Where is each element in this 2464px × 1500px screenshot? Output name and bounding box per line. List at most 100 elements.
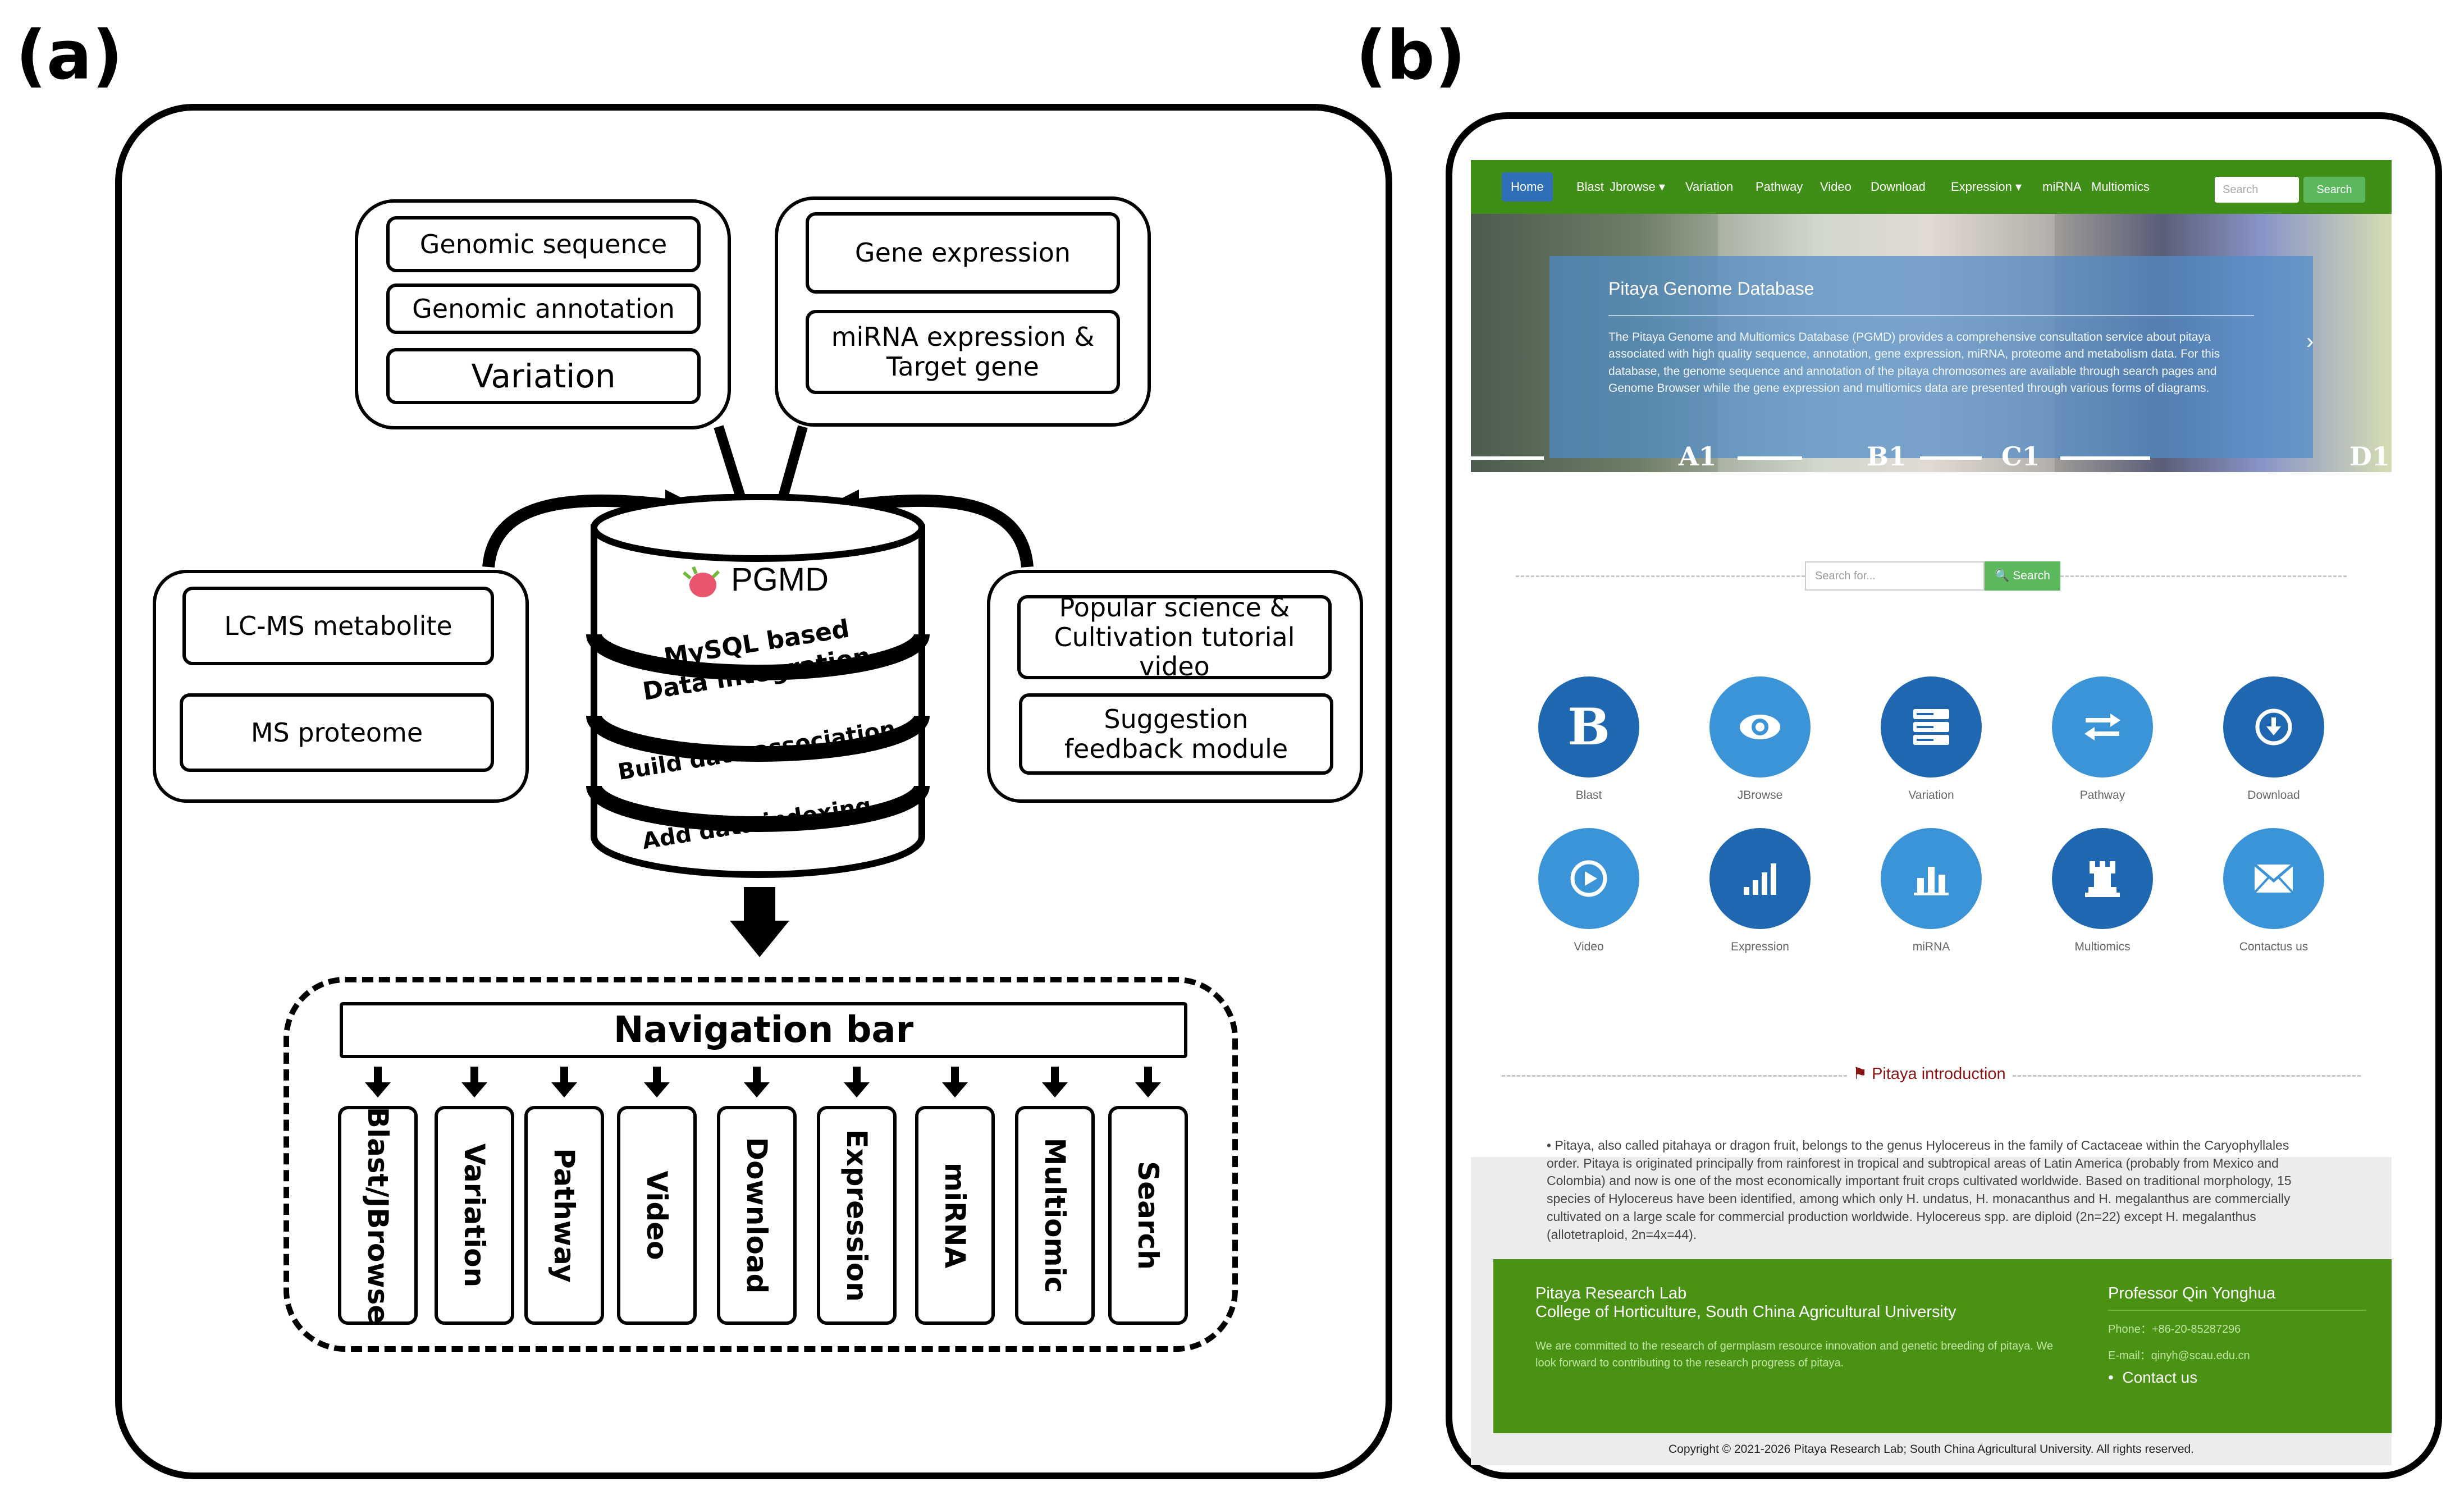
down-arrow-to-nav [730,887,789,957]
dragon-fruit-icon [683,566,720,597]
jbrowse-icon-button[interactable] [1709,676,1811,778]
contact-icon-button[interactable] [2223,828,2324,929]
nav-pathway[interactable]: Pathway [1756,180,1803,194]
slide-label-b1[interactable]: B1 [1867,441,1907,472]
pathway-icon-button[interactable] [2052,676,2153,778]
slide-label-a1[interactable]: A1 [1679,441,1717,472]
expression-icon-button[interactable] [1709,828,1811,929]
play-icon [1570,860,1607,897]
carousel-next-icon[interactable]: › [2306,329,2314,354]
nav-home[interactable]: Home [1502,172,1553,202]
footer-professor: Professor Qin Yonghua [2108,1284,2276,1302]
nav-jbrowse[interactable]: Jbrowse ▾ [1610,180,1666,194]
slide-label-d1[interactable]: D1 [2349,441,2390,472]
panel-a-frame [115,104,1392,1479]
chess-rook-icon [2085,861,2120,897]
nav-item-video: Video [617,1106,697,1325]
download-icon [2255,708,2292,746]
mirna-label: miRNA [1912,940,1950,953]
variation-box: Variation [386,348,701,404]
panel-a-label: (a) [16,17,123,95]
slide-indicator-bar [1471,456,1544,460]
mirna-target-gene-box: miRNA expression & Target gene [806,310,1120,394]
contact-label: Contactus us [2239,940,2308,953]
main-search-input[interactable]: Search for... [1805,561,1985,591]
navigation-section [284,977,1238,1352]
nav-mirna[interactable]: miRNA [2042,180,2082,194]
top-search-input[interactable]: Search [2215,177,2299,203]
lc-ms-metabolite-box: LC-MS metabolite [182,587,494,665]
pgmd-database-cylinder: PGMD MySQL based Data integration Build … [586,494,930,878]
multiomics-icon-button[interactable] [2052,828,2153,929]
blast-icon-button[interactable]: B [1538,676,1639,778]
nav-blast[interactable]: Blast [1576,180,1604,194]
footer-contact-link[interactable]: • Contact us [2108,1369,2198,1386]
pathway-label: Pathway [2079,789,2125,802]
search-divider-right [2060,575,2347,577]
nav-item-download: Download [717,1106,797,1325]
nav-download[interactable]: Download [1871,180,1926,194]
envelope-icon [2253,863,2294,894]
panel-b-label: (b) [1356,17,1466,95]
navigation-bar-box: Navigation bar [340,1002,1187,1058]
nav-expression[interactable]: Expression ▾ [1951,180,2022,194]
multiomics-label: Multiomics [2074,940,2131,953]
nav-variation[interactable]: Variation [1685,180,1734,194]
footer-college: College of Horticulture, South China Agr… [1535,1303,1956,1321]
nav-multiomics[interactable]: Multiomics [2091,180,2150,194]
eye-icon [1740,715,1780,739]
nav-item-blast-jbrowse: Blast/JBrowse [338,1106,418,1325]
top-search-button[interactable]: Search [2303,177,2365,203]
nav-item-variation: Variation [435,1106,514,1325]
footer-lab-name: Pitaya Research Lab [1535,1284,1687,1302]
blast-label: Blast [1575,789,1602,802]
pgmd-title: PGMD [731,561,829,598]
genomic-annotation-box: Genomic annotation [386,283,701,334]
exchange-icon [2084,714,2120,740]
footer-copyright: Copyright © 2021-2026 Pitaya Research La… [1668,1443,2195,1456]
hero-divider [1608,315,2254,316]
footer-phone: Phone：+86-20-85287296 [2108,1323,2241,1336]
intro-divider-left [1502,1075,1847,1077]
variation-icon-button[interactable] [1881,676,1982,778]
server-icon [1913,709,1949,745]
nav-item-search: Search [1108,1106,1188,1325]
nav-item-pathway: Pathway [524,1106,604,1325]
download-icon-button[interactable] [2223,676,2324,778]
expression-label: Expression [1731,940,1789,953]
download-label: Download [2247,789,2300,802]
search-icon: 🔍 [1995,569,2010,582]
slide-indicator-bar [2060,456,2150,460]
nav-video[interactable]: Video [1820,180,1852,194]
footer-mission: We are committed to the research of germ… [1535,1340,2053,1369]
tutorial-video-box: Popular science & Cultivation tutorial v… [1017,592,1332,682]
search-divider-left [1516,575,1805,577]
nav-item-mirna: miRNA [915,1106,995,1325]
hero-title: Pitaya Genome Database [1608,278,1814,299]
bar-chart-icon [1914,867,1949,895]
video-label: Video [1574,940,1604,953]
pgmd-website: Home Blast Jbrowse ▾ Variation Pathway V… [1471,160,2392,1465]
variation-label: Variation [1908,789,1954,802]
nav-item-arrows [365,1067,1161,1097]
slide-label-c1[interactable]: C1 [2001,441,2040,472]
mirna-icon-button[interactable] [1881,828,1982,929]
left-curve-arrow [482,494,672,568]
nav-item-expression: Expression [817,1106,897,1325]
intro-heading: ⚑ Pitaya introduction [1853,1065,2006,1083]
feedback-module-box: Suggestion feedback module [1019,693,1333,775]
b-letter-icon: B [1567,697,1611,757]
slide-indicator-bar [1920,456,1982,460]
comment-icon: ⚑ [1853,1065,1867,1083]
hero-caption-panel: Pitaya Genome Database The Pitaya Genome… [1549,256,2313,458]
site-top-navbar: Home Blast Jbrowse ▾ Variation Pathway V… [1471,160,2392,214]
footer-email: E-mail：qinyh@scau.edu.cn [2108,1350,2250,1362]
main-search-button[interactable]: 🔍 Search [1985,561,2060,591]
nav-item-multiomic: Multiomic [1015,1106,1095,1325]
hero-carousel[interactable]: Pitaya Genome Database The Pitaya Genome… [1471,214,2392,472]
intro-paragraph: • Pitaya, also called pitahaya or dragon… [1547,1138,2292,1242]
gene-expression-box: Gene expression [806,212,1120,294]
hero-description: The Pitaya Genome and Multiomics Databas… [1608,331,2220,395]
ms-proteome-box: MS proteome [180,693,494,772]
video-icon-button[interactable] [1538,828,1639,929]
